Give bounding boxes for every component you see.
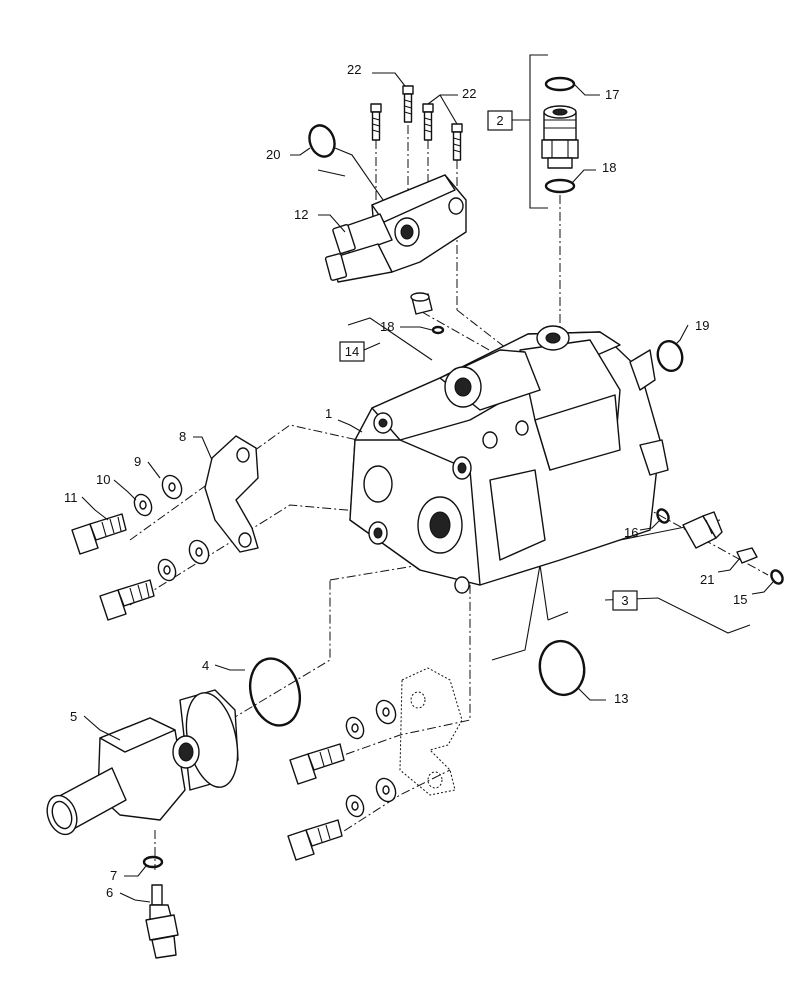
callout-9: 9 xyxy=(134,454,141,469)
plug-14 xyxy=(410,292,445,335)
o-ring-17 xyxy=(544,76,576,92)
svg-text:2: 2 xyxy=(496,113,503,128)
elbow-flange-5 xyxy=(46,689,239,869)
callout-16: 16 xyxy=(624,525,638,540)
o-ring-15 xyxy=(770,569,784,585)
callout-15: 15 xyxy=(733,592,747,607)
callout-18-top: 18 xyxy=(602,160,616,175)
callout-20: 20 xyxy=(266,147,280,162)
callout-18-left: 18 xyxy=(380,319,394,334)
o-ring-4 xyxy=(249,657,301,727)
callout-10: 10 xyxy=(96,472,110,487)
sensor-6 xyxy=(145,884,179,959)
o-ring-18-left xyxy=(431,325,445,335)
flange-clamp-8 xyxy=(204,435,259,553)
group-callout-14: 14 xyxy=(339,341,365,362)
callout-22-left: 22 xyxy=(347,62,361,77)
callout-21: 21 xyxy=(700,572,714,587)
o-ring-20 xyxy=(308,124,336,158)
callout-13: 13 xyxy=(614,691,628,706)
sensor-fitting-3 xyxy=(656,508,784,585)
bolt-assembly-lower-left xyxy=(99,539,210,621)
callout-7: 7 xyxy=(110,868,117,883)
o-ring-19 xyxy=(656,339,684,373)
flange-clamp-lower xyxy=(399,667,463,796)
bolt-22-group xyxy=(370,85,463,161)
fitting-2 xyxy=(541,76,579,194)
o-ring-18-top xyxy=(544,178,576,194)
callout-4: 4 xyxy=(202,658,209,673)
callout-11: 11 xyxy=(64,490,78,505)
group-callout-2: 2 xyxy=(487,110,513,131)
callout-12: 12 xyxy=(294,207,308,222)
o-ring-7 xyxy=(142,855,164,869)
valve-block-12 xyxy=(324,174,467,283)
callout-labels: 22 22 17 18 20 12 18 19 1 8 9 10 11 16 2… xyxy=(64,62,747,900)
bolt-assembly-upper xyxy=(71,474,183,555)
callout-5: 5 xyxy=(70,709,77,724)
callout-22-right: 22 xyxy=(462,86,476,101)
callout-leaders xyxy=(81,72,774,903)
callout-19: 19 xyxy=(695,318,709,333)
callout-1: 1 xyxy=(325,406,332,421)
callout-6: 6 xyxy=(106,885,113,900)
o-ring-13 xyxy=(538,639,586,697)
callout-8: 8 xyxy=(179,429,186,444)
pump-housing-1 xyxy=(349,325,669,594)
callout-17: 17 xyxy=(605,87,619,102)
svg-text:14: 14 xyxy=(345,344,359,359)
o-ring-16 xyxy=(656,508,670,524)
bolt-assembly-lower-right xyxy=(287,699,397,861)
group-callout-3: 3 xyxy=(612,590,638,611)
svg-text:3: 3 xyxy=(621,593,628,608)
